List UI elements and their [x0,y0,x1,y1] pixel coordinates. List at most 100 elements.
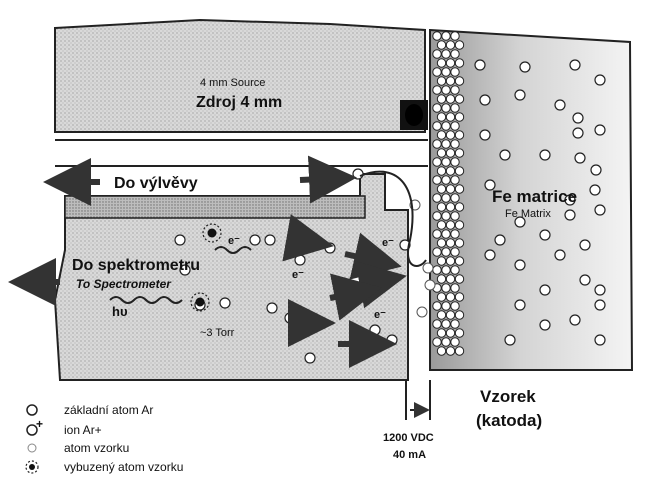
packed-atom [432,265,442,275]
chamber-atom [386,334,398,346]
legend-sample-atom-icon [27,443,37,453]
packed-atom [445,328,456,338]
packed-atom [445,112,456,122]
packed-atom [436,94,447,104]
packed-atom [445,238,456,248]
packed-atom [445,130,456,140]
packed-atom [454,328,465,338]
packed-atom [436,76,447,86]
packed-atom [432,103,442,113]
matrix-atom [539,319,551,331]
photon-label: hυ [112,304,128,319]
packed-atom [432,31,442,41]
spectrometer-label-cz: Do spektrometru [72,257,200,274]
packed-atom [436,202,447,212]
electron-label-4: e⁻ [374,309,386,321]
matrix-label-en: Fe Matrix [505,208,551,220]
packed-atom [450,337,460,347]
matrix-atom [594,334,606,346]
packed-atom [441,247,451,257]
chamber-atom [266,302,278,314]
packed-atom [436,166,447,176]
ion-arrows [8,155,407,368]
matrix-atom [569,314,581,326]
packed-atom [441,229,451,239]
sample-label: Vzorek [480,387,536,406]
chamber-atom [294,254,306,266]
packed-atom [441,139,451,149]
matrix-atom [579,274,591,286]
packed-atom [445,292,456,302]
packed-atom [445,148,456,158]
packed-atom [445,346,456,356]
packed-atom [450,193,460,203]
matrix-atom [499,149,511,161]
packed-atom [441,337,451,347]
packed-atom [450,157,460,167]
packed-atom [441,157,451,167]
packed-atom [454,202,465,212]
legend: základní atom Ar + ion Ar+ atom vzorku v… [25,403,183,474]
matrix-atom [564,209,576,221]
packed-atom [450,301,460,311]
packed-atom [432,121,442,131]
source-plug-end [405,104,423,126]
sample-atom [424,279,436,291]
packed-atom [450,211,460,221]
packed-atom [432,157,442,167]
matrix-atom [514,299,526,311]
packed-atom [436,148,447,158]
packed-atom [450,265,460,275]
packed-atom [450,49,460,59]
packed-atom [441,301,451,311]
chamber-atom [304,352,316,364]
legend-ground-atom-label: základní atom Ar [64,403,153,417]
electron-label-1: e⁻ [228,235,240,247]
packed-atom [432,49,442,59]
matrix-atom [572,112,584,124]
packed-atom [432,301,442,311]
matrix-atom [594,284,606,296]
pump-label: Do výlvěvy [114,175,198,192]
matrix-atom [574,152,586,164]
packed-atom [441,121,451,131]
legend-excited-atom-label: vybuzený atom vzorku [64,460,183,474]
packed-atom [445,40,456,50]
legend-sample-atom-label: atom vzorku [64,441,129,455]
source-label-cz: Zdroj 4 mm [196,94,282,111]
packed-atom [441,211,451,221]
packed-atom [450,247,460,257]
current-label: 40 mA [393,449,426,461]
packed-atom [450,319,460,329]
excited-atom-halo [190,292,210,312]
excited-atom-core [195,297,205,307]
matrix-atom [554,99,566,111]
matrix-atom [514,89,526,101]
packed-atom [450,67,460,77]
matrix-atom [504,334,516,346]
packed-atom [454,58,465,68]
matrix-atom [572,127,584,139]
packed-atom [454,130,465,140]
packed-atom [445,58,456,68]
matrix-atom [539,149,551,161]
matrix-atom [474,59,486,71]
packed-atom [432,193,442,203]
packed-atom [454,166,465,176]
packed-atom [432,85,442,95]
packed-atom [436,310,447,320]
packed-atom [454,346,465,356]
chamber-atom [179,264,191,276]
packed-atom-column [432,31,465,356]
matrix-atom [484,179,496,191]
packed-atom [441,175,451,185]
packed-atom [441,31,451,41]
matrix-atom [514,216,526,228]
source-label-en: 4 mm Source [200,77,265,89]
packed-atom [436,184,447,194]
sample-atom [416,306,428,318]
chamber-atom [369,324,381,336]
packed-atom [436,112,447,122]
packed-atom [436,346,447,356]
packed-atom [454,94,465,104]
